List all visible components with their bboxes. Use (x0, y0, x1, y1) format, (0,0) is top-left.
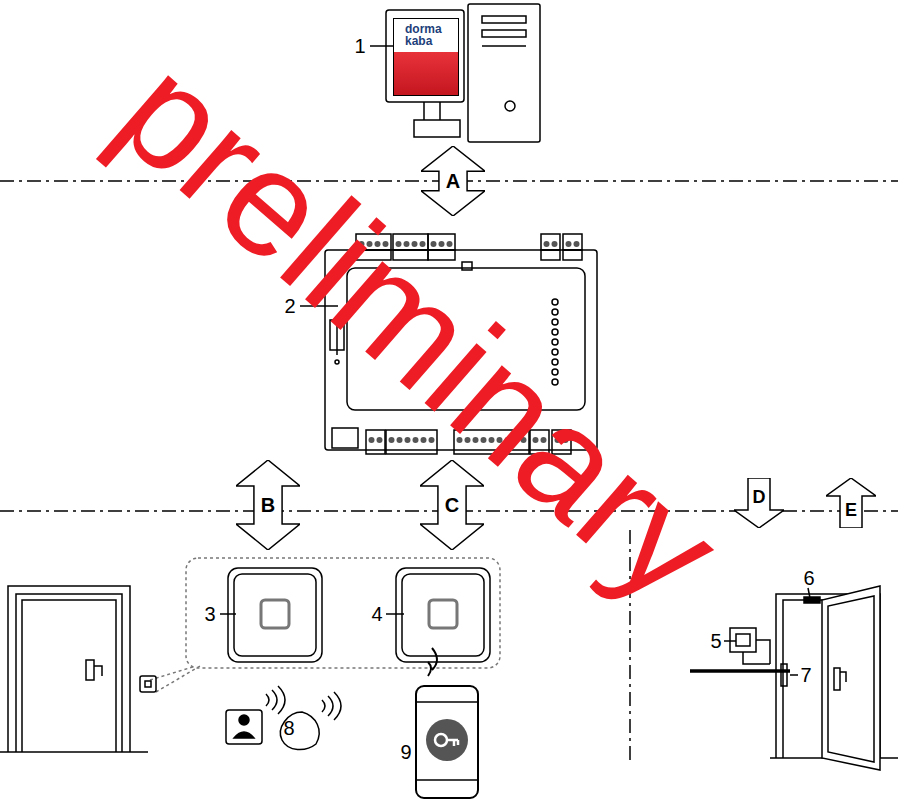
callout-number: 7 (801, 665, 812, 685)
brand-logo-text: dorma kaba (405, 23, 447, 47)
callout-number: 5 (711, 631, 722, 651)
interface-letter: C (445, 495, 459, 515)
callout-number: 1 (355, 36, 366, 56)
interface-letter: E (845, 501, 857, 519)
callout-number: 9 (401, 742, 412, 762)
interface-letter: A (446, 171, 460, 191)
interface-arrow: D (734, 478, 784, 528)
watermark: preliminary (94, 33, 746, 627)
callout-number: 4 (372, 604, 383, 624)
interface-arrow: B (236, 460, 300, 550)
interface-arrow: A (421, 146, 485, 216)
callout-number: 8 (284, 718, 295, 738)
callout-number: 3 (205, 604, 216, 624)
callout-number: 6 (804, 568, 815, 588)
logo-box: dorma kaba (393, 18, 459, 96)
interface-letter: B (261, 495, 275, 515)
interface-arrow: E (826, 478, 876, 528)
interface-letter: D (753, 488, 766, 506)
